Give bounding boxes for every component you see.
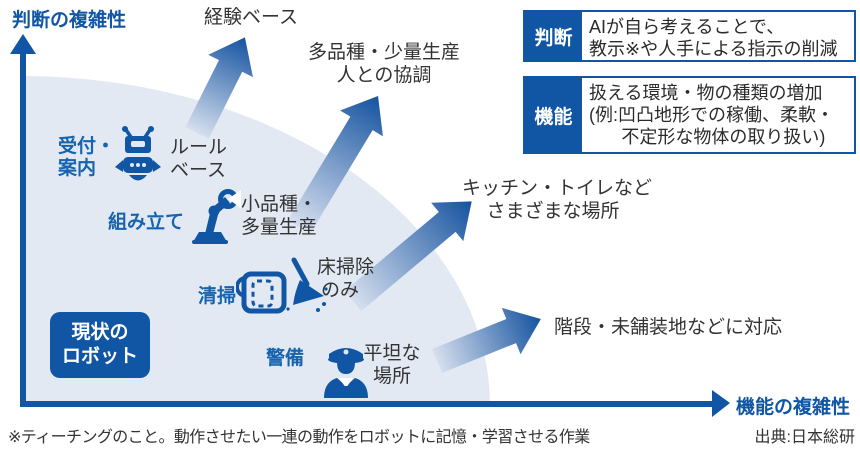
current-state-reception: ルール ベース [170, 136, 227, 182]
category-label-cleaning: 清掃 [198, 286, 237, 307]
current-robots-line1: 現状の [71, 322, 129, 343]
security-state-line2: 場所 [372, 366, 411, 387]
robot-icon [115, 126, 161, 181]
assembly-state-line1: 小品種・ [241, 194, 318, 215]
x-axis-arrow-icon [712, 390, 730, 417]
future-security-label: 階段・未舗装地などに対応 [554, 317, 783, 338]
footnote: ※ティーチングのこと。動作させたい一連の動作をロボットに記憶・学習させる作業 [8, 429, 590, 446]
legend-function: 機能 扱える環境・物の種類の増加 (例:凹凸地形での稼働、柔軟・ 不定形な物体の… [523, 76, 856, 154]
future-assembly-line1: 多品種・少量生産 [307, 42, 460, 63]
x-axis-label: 機能の複雑性 [736, 397, 851, 418]
current-robots-line2: ロボット [61, 346, 138, 367]
reception-label-line2: 案内 [58, 158, 97, 179]
future-reception-label: 経験ベース [204, 7, 299, 28]
legend-judgment-line1: AIが自ら考えることで、 [589, 17, 785, 37]
legend-function-body: 扱える環境・物の種類の増加 (例:凹凸地形での稼働、柔軟・ 不定形な物体の取り扱… [582, 78, 840, 152]
robot-arm-icon [192, 189, 241, 244]
legend-judgment-line2: 教示※や人手による指示の削減 [589, 39, 838, 59]
future-assembly-label: 多品種・少量生産 人との協調 [300, 41, 468, 87]
reception-state-line2: ベース [170, 160, 227, 181]
guard-icon [324, 348, 368, 398]
category-label-security: 警備 [266, 348, 305, 369]
x-axis-line [20, 401, 712, 407]
category-label-assembly: 組み立て [108, 212, 185, 233]
security-state-line1: 平坦な [363, 343, 421, 364]
legend-judgment-term: 判断 [525, 12, 582, 60]
current-state-security: 平坦な 場所 [360, 342, 424, 388]
reception-label-line1: 受付・ [58, 136, 116, 157]
cleaning-state-line1: 床掃除 [317, 257, 375, 278]
reception-state-line1: ルール [170, 137, 228, 158]
legend-function-line3: 不定形な物体の取り扱い) [621, 127, 826, 147]
legend-judgment-body: AIが自ら考えることで、 教示※や人手による指示の削減 [582, 12, 844, 60]
growth-arrow-reception [185, 37, 253, 139]
cleaning-state-line2: のみ [321, 280, 360, 301]
legend-function-term: 機能 [525, 78, 582, 152]
current-robots-badge: 現状の ロボット [50, 312, 150, 378]
y-axis-label: 判断の複雑性 [12, 10, 127, 31]
legend-function-line1: 扱える環境・物の種類の増加 [589, 83, 823, 103]
source-credit: 出典:日本総研 [754, 429, 855, 446]
current-state-cleaning: 床掃除 のみ [317, 256, 374, 302]
bucket-broom-icon [236, 257, 328, 314]
y-axis-arrow-icon [10, 34, 36, 54]
future-cleaning-label: キッチン・トイレなど さまざまな場所 [462, 177, 653, 223]
assembly-state-line2: 多量生産 [241, 217, 318, 238]
growth-arrow-cleaning [344, 201, 472, 311]
legend-function-line2: (例:凹凸地形での稼働、柔軟・ [589, 105, 834, 125]
growth-arrow-security [432, 307, 541, 374]
future-assembly-line2: 人との協調 [336, 65, 432, 86]
y-axis-line [20, 50, 26, 407]
future-cleaning-line2: さまざまな場所 [486, 201, 620, 222]
category-label-reception: 受付・ 案内 [58, 136, 115, 180]
legend-judgment: 判断 AIが自ら考えることで、 教示※や人手による指示の削減 [523, 10, 856, 62]
current-state-assembly: 小品種・ 多量生産 [241, 193, 317, 239]
growth-arrow-assembly [287, 95, 383, 234]
future-cleaning-line1: キッチン・トイレなど [462, 178, 653, 199]
